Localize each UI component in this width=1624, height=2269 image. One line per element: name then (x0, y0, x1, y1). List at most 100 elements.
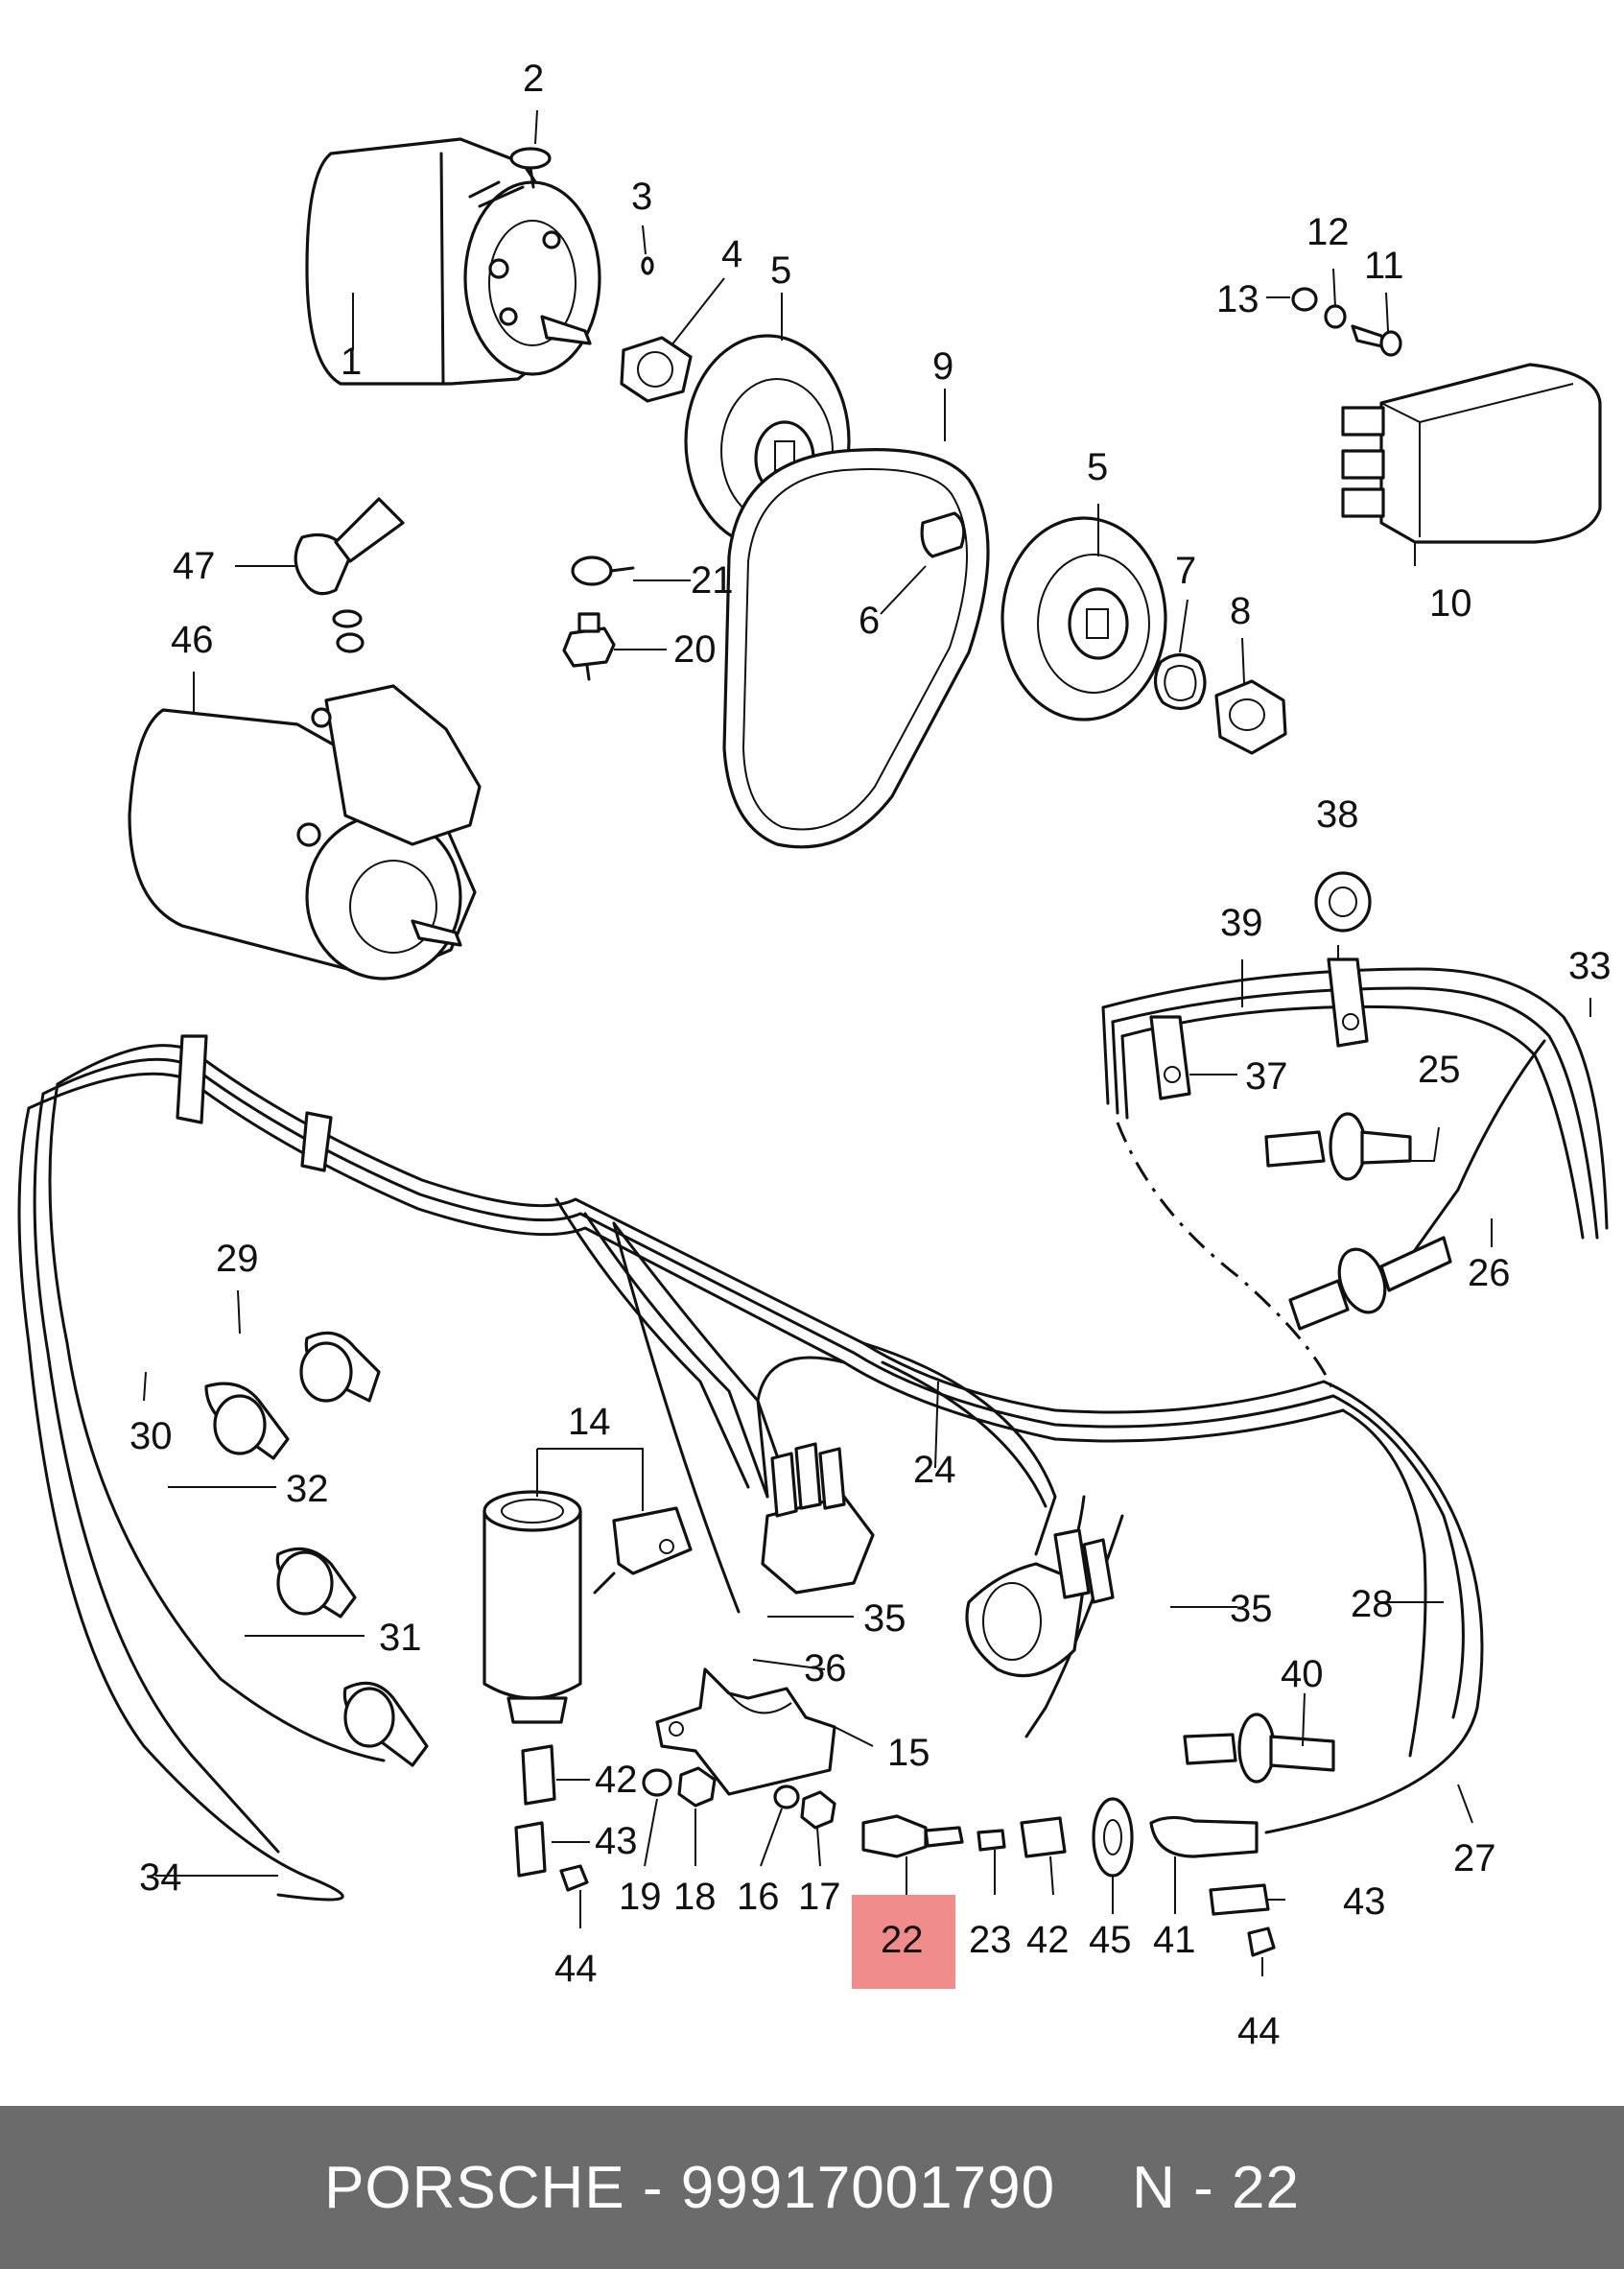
spark-plug-connector-25-part (1264, 1112, 1412, 1181)
callout-3: 3 (631, 176, 652, 218)
callout-46: 46 (171, 619, 214, 661)
spark-plug-connector-26-part (1288, 1236, 1452, 1331)
callout-44-right: 44 (1237, 2010, 1281, 2052)
boot-washers-part (332, 609, 365, 653)
spark-plug-part[interactable] (861, 1814, 964, 1858)
fan-nut-part (620, 336, 693, 403)
washer-19-part (642, 1768, 672, 1797)
nut-17-part (800, 1790, 836, 1830)
callout-19: 19 (619, 1876, 662, 1918)
callout-43-right: 43 (1343, 1880, 1386, 1923)
callout-40: 40 (1281, 1653, 1324, 1695)
callout-45: 45 (1089, 1919, 1132, 1961)
washer-16-part (773, 1784, 800, 1809)
connector-42-part (1020, 1816, 1067, 1858)
spark-plug-connector-31-part (275, 1547, 357, 1619)
callout-34: 34 (139, 1856, 182, 1899)
parts-diagram: 1 2 3 4 5 5 6 7 8 9 10 11 12 13 14 15 16… (17, 58, 1612, 2052)
woodruff-key-part (641, 256, 654, 275)
terminal-43-coil-part (514, 1821, 547, 1878)
nut-18-part (677, 1766, 717, 1808)
callout-8: 8 (1230, 590, 1251, 632)
callout-31: 31 (379, 1617, 422, 1659)
callout-32: 32 (286, 1468, 329, 1510)
callout-17: 17 (798, 1876, 841, 1918)
callout-2: 2 (523, 58, 544, 100)
distributor-cap-lower-part (965, 1528, 1115, 1678)
callout-13: 13 (1216, 278, 1259, 320)
callout-27: 27 (1453, 1837, 1496, 1879)
clip-44-coil-part (559, 1864, 589, 1892)
clip-44-right-part (1247, 1926, 1276, 1957)
callout-20: 20 (673, 628, 717, 671)
v-belt-part (722, 448, 990, 849)
callout-1: 1 (341, 341, 362, 383)
callout-18: 18 (673, 1876, 717, 1918)
lock-washer-part (1324, 304, 1347, 329)
callout-5: 5 (770, 249, 791, 292)
spark-plug-connector-30-part (204, 1382, 290, 1460)
callout-47: 47 (173, 545, 216, 587)
callout-42-coil: 42 (595, 1759, 638, 1801)
callout-16: 16 (737, 1876, 780, 1918)
regulator-screw-part (1351, 324, 1402, 357)
callout-42-right: 42 (1026, 1919, 1070, 1961)
pulley-nut-part (1214, 679, 1287, 755)
shim-part (1153, 652, 1207, 711)
callout-36: 36 (804, 1647, 847, 1690)
callout-35-right: 35 (1230, 1588, 1273, 1630)
starter-motor-part (128, 684, 482, 981)
callout-10: 10 (1429, 582, 1472, 625)
callout-15: 15 (887, 1732, 930, 1774)
callout-44-coil: 44 (554, 1948, 598, 1990)
terminal-43-right-part (1209, 1883, 1270, 1916)
callout-12: 12 (1306, 211, 1350, 253)
callout-24: 24 (913, 1449, 956, 1491)
callout-43-coil: 43 (595, 1820, 638, 1862)
pressure-switch-part (562, 612, 616, 681)
callout-30: 30 (129, 1415, 173, 1457)
highlight-box-22 (852, 1895, 955, 1989)
grommet-45-part (1092, 1797, 1134, 1878)
callout-21: 21 (691, 559, 734, 602)
callout-9: 9 (932, 345, 953, 388)
leader-lines (143, 109, 1591, 1976)
callout-33: 33 (1568, 945, 1612, 987)
callout-28: 28 (1351, 1583, 1394, 1625)
distributor-cap-upper-part (761, 1442, 875, 1595)
callout-22: 22 (881, 1919, 924, 1961)
footer-separator: - (642, 2154, 664, 2221)
terminal-screw-part (509, 147, 552, 189)
terminal-42-coil-part (521, 1744, 556, 1806)
callout-4: 4 (721, 233, 742, 275)
spark-plug-connector-32-part (342, 1681, 429, 1767)
terminal-boot-part (294, 497, 405, 596)
callout-38: 38 (1316, 793, 1359, 836)
callout-37: 37 (1245, 1055, 1288, 1098)
ignition-coil-part (482, 1490, 582, 1724)
voltage-regulator-part (1341, 363, 1602, 544)
callout-35: 35 (863, 1597, 906, 1640)
callout-5-lower: 5 (1087, 446, 1108, 488)
callout-11: 11 (1364, 245, 1404, 287)
callout-6: 6 (859, 600, 880, 642)
suppressor-41-part (1149, 1815, 1259, 1858)
callout-29: 29 (216, 1238, 259, 1280)
callout-26: 26 (1468, 1252, 1511, 1294)
callout-numbers: 1 2 3 4 5 5 6 7 8 9 10 11 12 13 14 15 16… (129, 58, 1612, 2052)
coil-bracket-part (655, 1667, 836, 1796)
callout-25: 25 (1418, 1049, 1461, 1091)
washer-part (1291, 287, 1318, 312)
footer-bar: PORSCHE - 99917001790 N - 22 (0, 2106, 1624, 2269)
spacer-part (920, 511, 966, 558)
harness-clip-part (176, 957, 1369, 1172)
footer-part-number: 99917001790 (680, 2154, 1056, 2221)
callout-14: 14 (568, 1401, 611, 1443)
callout-7: 7 (1175, 550, 1196, 592)
terminal-nut-23-part (977, 1829, 1006, 1852)
connector-40-part (1183, 1713, 1335, 1784)
callout-23: 23 (969, 1919, 1012, 1961)
condenser-part (593, 1506, 693, 1595)
spark-plug-connector-29-part (299, 1331, 381, 1403)
footer-brand: PORSCHE (324, 2154, 625, 2221)
